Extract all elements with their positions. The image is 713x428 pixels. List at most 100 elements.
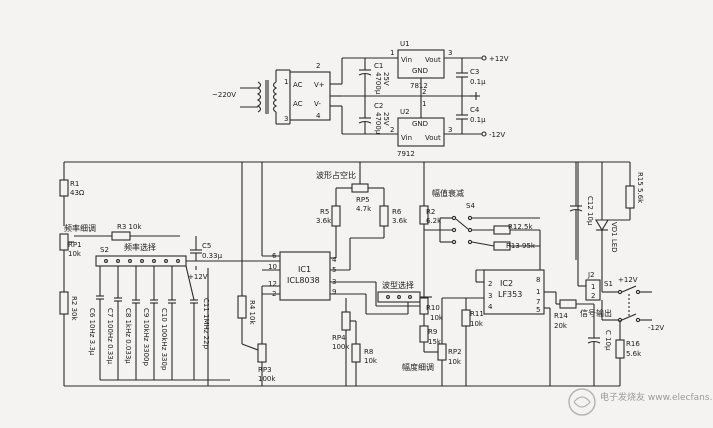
ic1-pin10: 10 — [268, 263, 277, 271]
gen-plus12: +12V — [188, 273, 208, 281]
rp1-pot — [59, 233, 69, 251]
ic1-part: ICL8038 — [287, 276, 320, 285]
s1-minus12: -12V — [648, 324, 664, 332]
c4-value: 0.1μ — [470, 116, 486, 124]
rp2-pot — [437, 343, 447, 361]
psu-plus12: +12V — [489, 55, 509, 63]
r5-value: 3.6k — [316, 217, 332, 225]
r15-label: R15 5.6k — [636, 172, 644, 204]
ic2-pin3: 3 — [488, 292, 492, 300]
rp5-pot — [351, 183, 369, 193]
amp-fine-label: 幅度细调 — [402, 362, 434, 372]
u1-gnd: GND — [412, 67, 428, 75]
s1-label: S1 — [604, 280, 613, 288]
r6-label: R6 — [392, 208, 402, 216]
j2-label: J2 — [587, 271, 595, 279]
ic2-pin1: 1 — [536, 288, 540, 296]
r2-label: R2 30k — [70, 296, 78, 321]
power-supply-section: ~220V AC V+ AC V- 1 2 3 4 — [212, 40, 509, 158]
wave-select-label: 波型选择 — [382, 280, 414, 290]
rp2-value: 10k — [448, 358, 462, 366]
s2-label: S2 — [100, 246, 109, 254]
c2-value: 4700μ — [374, 112, 382, 135]
ic1-pin12: 12 — [268, 280, 277, 288]
r2-resistor — [59, 291, 69, 315]
rp4-value: 100k — [332, 343, 350, 351]
transformer — [256, 80, 278, 114]
bridge-rectifier — [289, 71, 331, 121]
duty-label: 波形占空比 — [316, 170, 356, 180]
rp4-label: RP4 — [332, 334, 346, 342]
ic2-part: LF353 — [498, 290, 522, 299]
c1-label: C1 — [374, 62, 383, 70]
r4-resistor — [237, 295, 247, 319]
s2-contacts — [104, 259, 180, 263]
rp2-label: RP2 — [448, 348, 462, 356]
bridge-ac2: AC — [293, 100, 303, 108]
c5-label: C5 — [202, 242, 211, 250]
c12-label: C12 — [586, 196, 594, 210]
r8-label: R8 — [364, 348, 373, 356]
r16-value: 5.6k — [626, 350, 642, 358]
c2-voltage: 25V — [382, 112, 390, 126]
ic2-pin5: 5 — [536, 306, 540, 314]
ic2-pin2: 2 — [488, 280, 492, 288]
r9-value: 15k — [428, 338, 442, 346]
r14-label: R14 — [554, 312, 568, 320]
u1-label: U1 — [400, 40, 410, 48]
j2-connector — [585, 279, 601, 301]
ic1-8038 — [279, 251, 331, 301]
u1-vout: Vout — [425, 56, 441, 64]
ic2-label: IC2 — [500, 279, 513, 288]
r11-value: 10k — [470, 320, 484, 328]
u2-gnd: GND — [412, 120, 428, 128]
rp5-label: RP5 — [356, 196, 370, 204]
c12-value: 10μ — [586, 212, 594, 226]
r16-label: R16 — [626, 340, 640, 348]
u1-pin1: 1 — [390, 49, 394, 57]
r9-resistor — [419, 325, 429, 343]
r1-label: R1 — [70, 180, 79, 188]
r5-label: R5 — [320, 208, 329, 216]
regulator-u1 — [397, 49, 445, 79]
bridge-ac1: AC — [293, 81, 303, 89]
u1-part: 7812 — [410, 82, 428, 90]
r6-resistor — [379, 205, 389, 227]
s4-switch — [451, 215, 473, 245]
s1-plus12: +12V — [618, 276, 638, 284]
c3-label: C3 — [470, 68, 479, 76]
bridge-vminus: V- — [314, 100, 321, 108]
c11-label: C11 1MHz 22p — [202, 298, 210, 350]
r5-resistor — [331, 205, 341, 227]
r10-value: 10k — [430, 314, 444, 322]
s4-label: S4 — [466, 202, 475, 210]
signal-out-label: 信号输出 — [580, 308, 612, 318]
u2-vout: Vout — [425, 134, 441, 142]
r2b-label: R2 — [426, 208, 435, 216]
r4-label: R4 10k — [248, 300, 256, 325]
r1-resistor — [59, 179, 69, 197]
ic1-label: IC1 — [298, 265, 311, 274]
rp3-pot — [257, 343, 267, 363]
r10-label: R10 — [426, 304, 440, 312]
r1-value: 43Ω — [70, 189, 85, 197]
watermark: 电子发烧友 www.elecfans.com — [568, 388, 713, 416]
cout-label: C 10μ — [604, 330, 612, 351]
c4-label: C4 — [470, 106, 480, 114]
c7-label: C7 100Hz 0.33μ — [106, 308, 114, 365]
c1-value: 4700μ — [374, 72, 382, 95]
r3-label: R3 10k — [117, 223, 142, 231]
u2-label: U2 — [400, 108, 410, 116]
rp5-value: 4.7k — [356, 205, 372, 213]
rp4-pot — [341, 311, 351, 331]
j2-pin2: 2 — [591, 292, 595, 300]
rp3-label: RP3 — [258, 366, 272, 374]
bridge-pin2: 2 — [316, 62, 320, 70]
j2-pin1: 1 — [591, 283, 595, 291]
c2-label: C2 — [374, 102, 383, 110]
ic2-pin8: 8 — [536, 276, 540, 284]
generator-section: R1 43Ω 频率细调 RP1 10k R2 30k R3 10k S2 频率选… — [59, 161, 664, 387]
u1-vin: Vin — [401, 56, 412, 64]
bridge-pin3: 3 — [284, 115, 288, 123]
u2-pin3: 3 — [448, 126, 452, 134]
